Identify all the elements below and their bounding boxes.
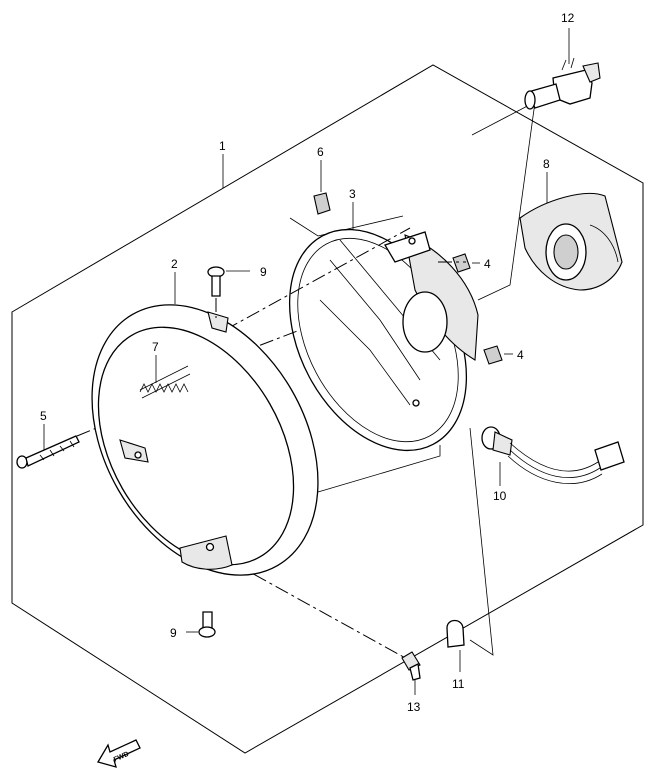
callout-4-lower: 4 [517,348,524,362]
socket-harness-10 [481,426,625,486]
spring-7 [139,355,191,399]
socket-cover-8 [519,172,623,291]
clip-6 [289,160,404,237]
reflector-lower-guide [317,445,441,493]
screw-9-upper [207,266,250,318]
nut-4-upper [452,253,480,273]
callout-11: 11 [452,677,465,691]
reflector-boundary-lower [469,427,494,656]
fwd-arrow-icon: FWD [97,739,141,768]
bulb-12 [524,28,601,110]
callout-6: 6 [317,145,324,159]
callout-1: 1 [219,139,226,153]
callout-8: 8 [543,157,550,171]
nut-4-lower [483,345,513,365]
leader-line-lower [209,549,419,666]
screw-9-lower [186,611,216,638]
bulb-11 [446,619,465,672]
callout-2: 2 [171,257,178,271]
callout-10: 10 [493,489,507,503]
callout-3: 3 [349,187,356,201]
bolt-13 [401,651,421,695]
reflector-boundary [471,101,536,301]
callout-4-upper: 4 [484,257,491,271]
callout-9-lower: 9 [170,626,177,640]
callout-7: 7 [152,340,159,354]
callout-13: 13 [407,700,421,714]
callout-12: 12 [561,11,575,25]
reflector-lens-3 [288,202,479,452]
callout-5: 5 [40,409,47,423]
leader-line-upper [224,227,411,331]
callout-9-upper: 9 [260,265,267,279]
assembly-outline [11,64,644,754]
screw-5 [16,424,80,469]
